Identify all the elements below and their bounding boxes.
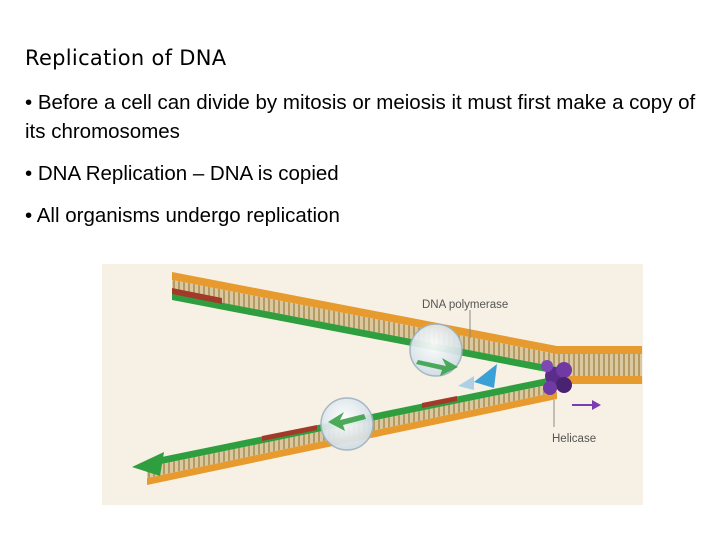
slide-title: Replication of DNA	[25, 46, 227, 70]
upper-replicated-strand	[172, 272, 557, 374]
bullet-item: • Before a cell can divide by mitosis or…	[25, 91, 696, 143]
helicase-icon	[541, 360, 572, 395]
replication-fork-illustration: DNA polymerase Helicase	[132, 272, 642, 485]
bullet-item: • DNA Replication – DNA is copied	[25, 162, 339, 185]
dna-polymerase-lower	[320, 397, 374, 451]
parent-strand-upper	[172, 272, 557, 354]
helicase-direction-arrow	[572, 400, 601, 410]
bullet-item: • All organisms undergo replication	[25, 204, 340, 227]
bullet-list: • Before a cell can divide by mitosis or…	[25, 88, 705, 243]
label-dna-polymerase: DNA polymerase	[422, 299, 508, 311]
primase-icon	[474, 364, 497, 388]
label-helicase: Helicase	[552, 433, 596, 445]
rna-primer-upper	[172, 288, 222, 304]
lagging-direction-arrow	[132, 452, 164, 476]
parental-dna-duplex	[550, 346, 642, 384]
dna-polymerase-upper	[409, 323, 463, 377]
dna-replication-diagram: DNA polymerase Helicase	[102, 264, 643, 505]
rna-primer-lower-1	[262, 425, 317, 441]
rna-primer-lower-2	[422, 396, 457, 408]
